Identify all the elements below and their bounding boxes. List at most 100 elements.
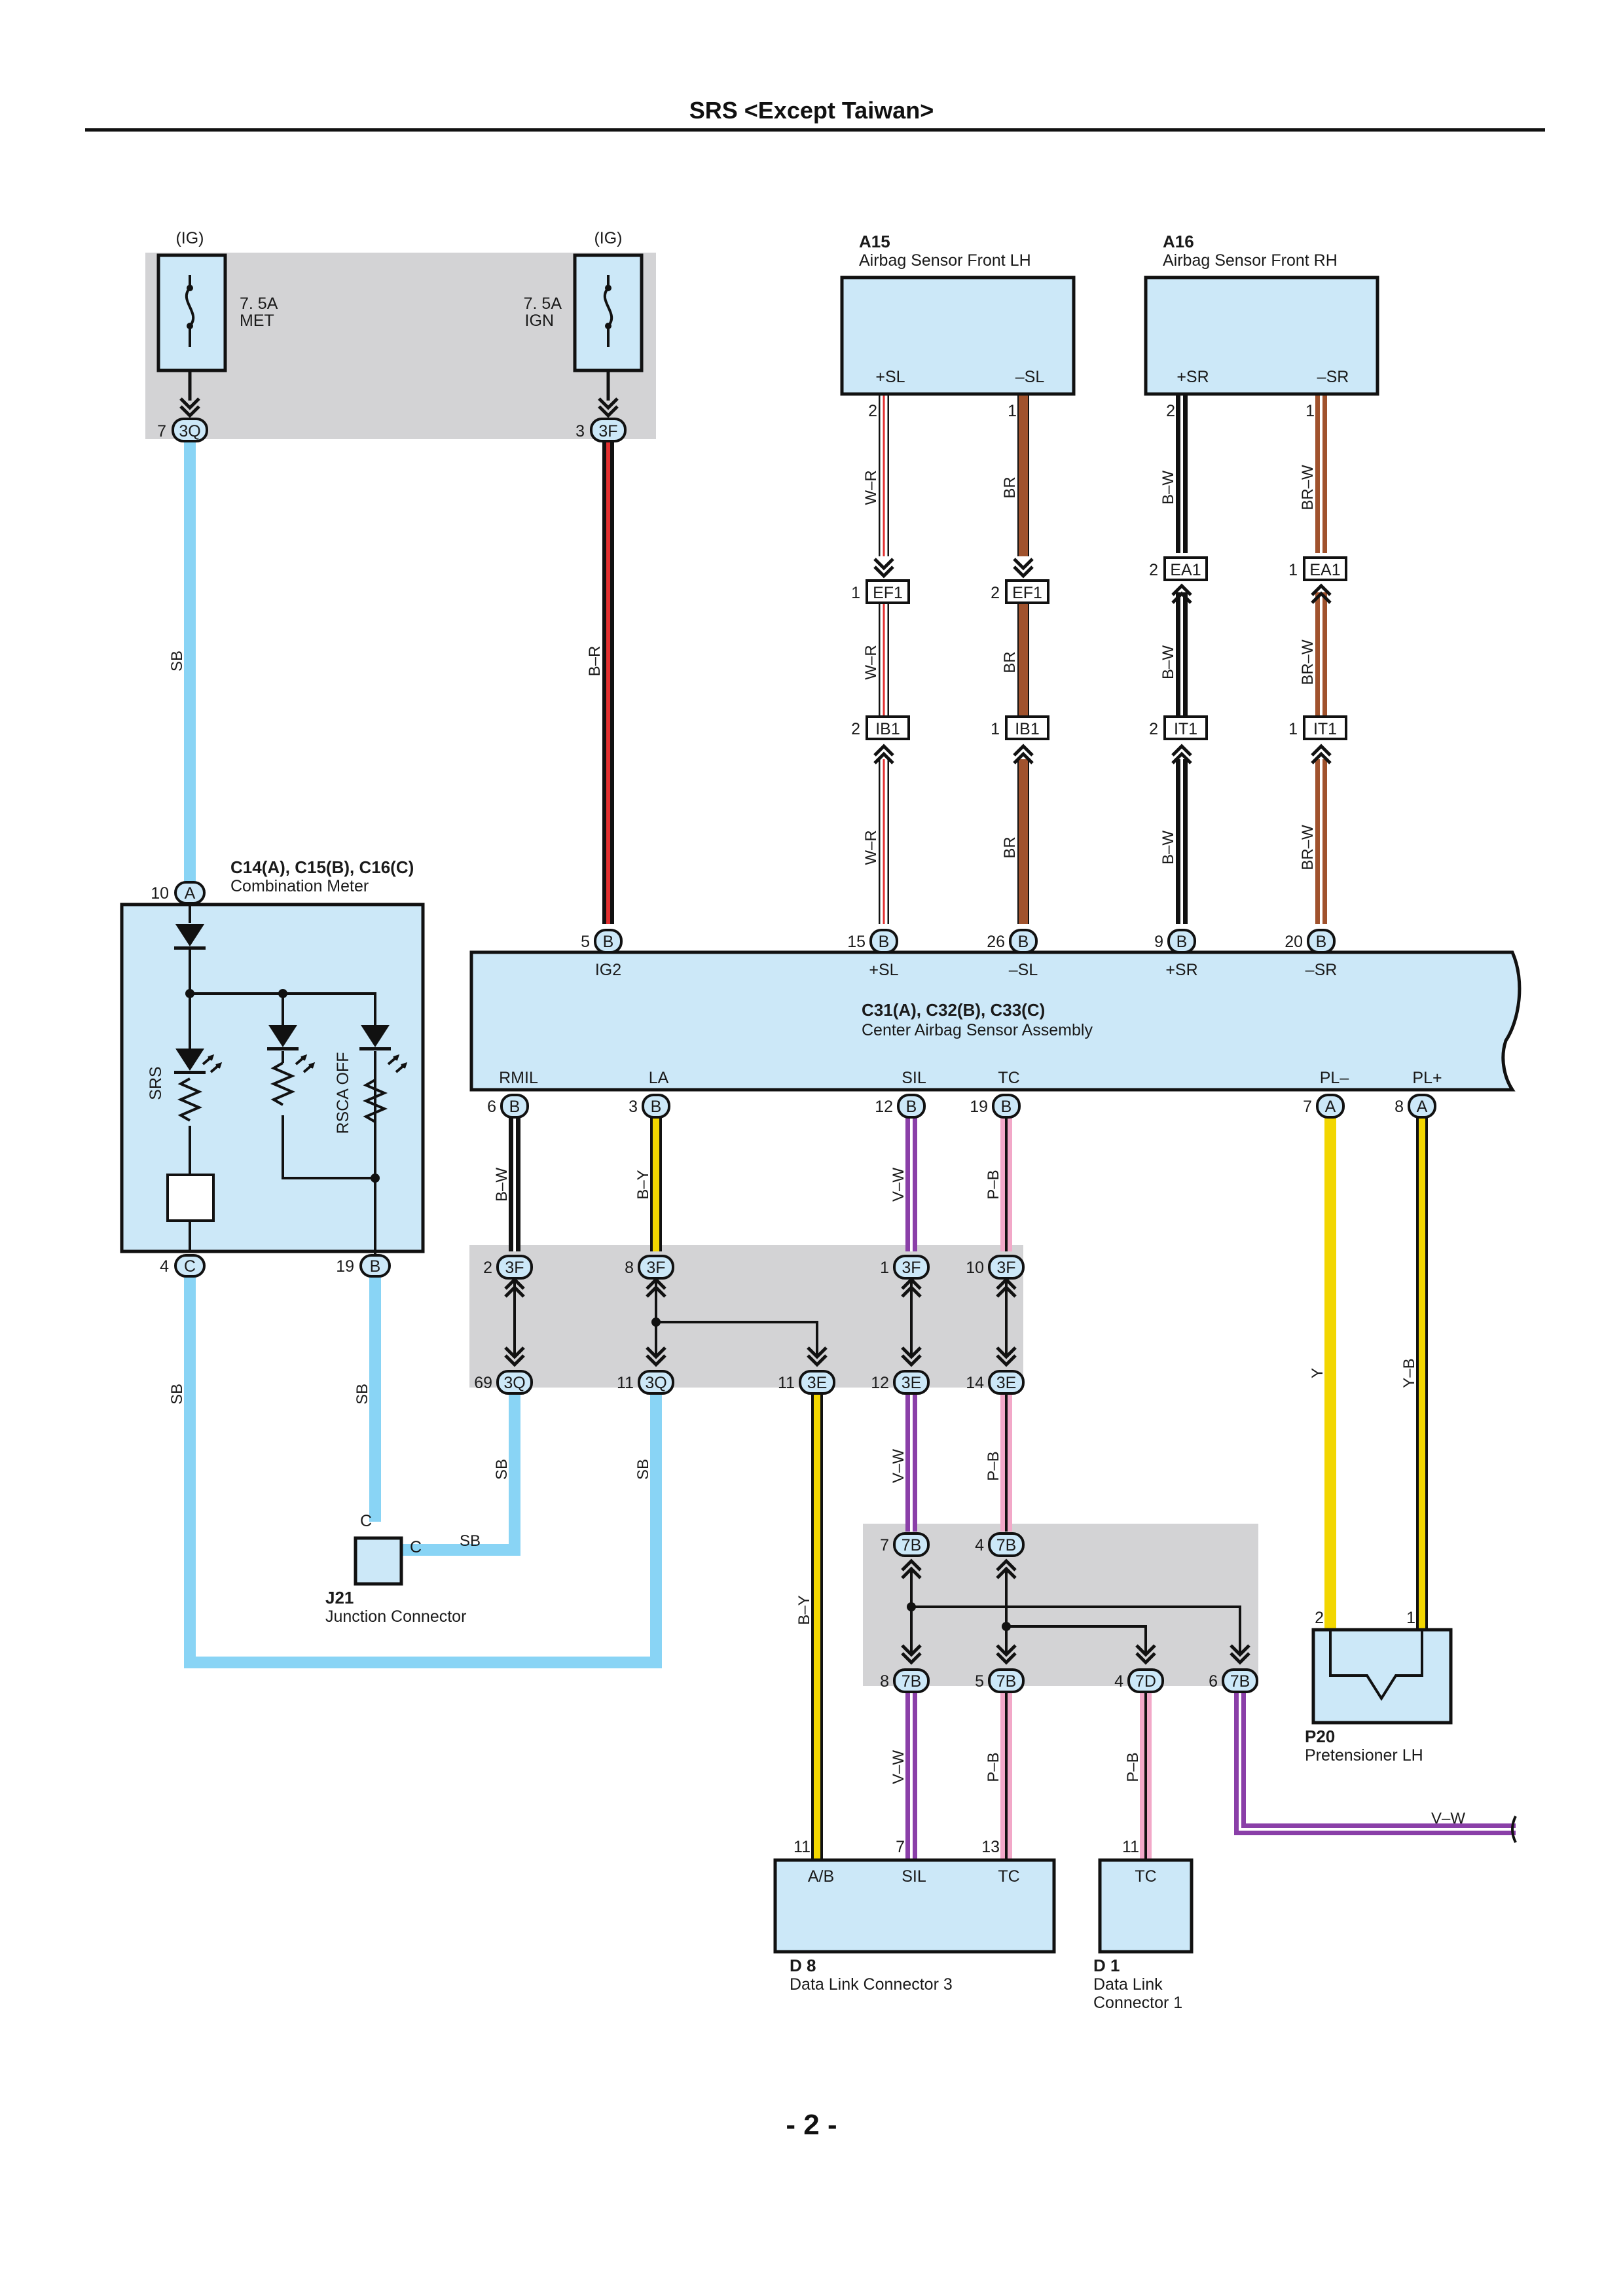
svg-text:13: 13 [981, 1838, 1000, 1856]
svg-text:B–R: B–R [586, 646, 604, 677]
svg-text:EA1: EA1 [1170, 561, 1201, 579]
svg-text:B: B [1018, 933, 1029, 951]
svg-text:EF1: EF1 [1012, 584, 1042, 602]
fuse-connectors: 3Q 7 3F 3 [157, 418, 627, 442]
svg-text:SB: SB [168, 1384, 186, 1405]
header-rule [85, 128, 1545, 132]
svg-text:V–W: V–W [1431, 1810, 1465, 1827]
svg-text:3F: 3F [598, 422, 617, 440]
svg-text:SRS: SRS [147, 1066, 165, 1100]
svg-text:D 8: D 8 [790, 1956, 816, 1975]
center-top-pin: B15 [847, 929, 898, 954]
svg-text:5: 5 [975, 1672, 984, 1691]
svg-text:1: 1 [851, 584, 860, 602]
svg-text:7B: 7B [1230, 1672, 1250, 1691]
svg-text:5: 5 [581, 933, 590, 951]
center-bottom-pin: B6 [487, 1094, 529, 1119]
panel-connector: 7B7 [880, 1532, 930, 1557]
junction-dots [651, 1318, 1011, 1631]
svg-text:B: B [906, 1098, 917, 1116]
center-top-pin: B9 [1154, 929, 1196, 954]
center-terminal-label: PL– [1320, 1069, 1349, 1087]
center-bottom-pin: B3 [629, 1094, 670, 1119]
svg-text:1: 1 [1008, 402, 1017, 420]
svg-text:SB: SB [354, 1384, 371, 1405]
svg-text:1: 1 [880, 1259, 889, 1277]
svg-text:J21: J21 [325, 1588, 354, 1607]
svg-text:20: 20 [1285, 933, 1303, 951]
svg-text:P–B: P–B [985, 1451, 1002, 1480]
svg-text:2: 2 [851, 720, 860, 738]
data-link-connector-3: A/B SIL TC 11 7 13 D 8 Data Link Connect… [773, 1838, 1056, 1994]
svg-text:3Q: 3Q [503, 1374, 525, 1392]
svg-text:–SL: –SL [1015, 368, 1045, 386]
svg-text:P–B: P–B [1124, 1752, 1142, 1782]
svg-text:2: 2 [868, 402, 877, 420]
svg-text:9: 9 [1154, 933, 1163, 951]
svg-text:3Q: 3Q [645, 1374, 666, 1392]
fuse-name: IGN [525, 312, 554, 330]
svg-text:3F: 3F [902, 1259, 921, 1277]
panel-connector: 3F 2 [483, 1255, 533, 1280]
svg-text:Pretensioner LH: Pretensioner LH [1305, 1746, 1423, 1765]
svg-text:P–B: P–B [985, 1170, 1002, 1199]
center-top-pin: B5 [581, 929, 623, 954]
svg-text:7: 7 [1303, 1098, 1312, 1116]
svg-text:Junction Connector: Junction Connector [325, 1607, 466, 1626]
svg-text:2: 2 [991, 584, 1000, 602]
fuse-panel [145, 253, 656, 439]
wire-v-w-right [1234, 1681, 1517, 1843]
svg-text:8: 8 [1395, 1098, 1404, 1116]
svg-text:11: 11 [1122, 1838, 1139, 1856]
panel-connector: 7B8 [880, 1668, 930, 1693]
svg-text:19: 19 [970, 1098, 988, 1116]
svg-text:C31(A), C32(B), C33(C): C31(A), C32(B), C33(C) [862, 1000, 1045, 1020]
junction-panel-3f-3q-3e [469, 1245, 1023, 1388]
center-terminal-label: +SL [869, 961, 898, 979]
svg-text:V–W: V–W [890, 1750, 907, 1784]
svg-text:7: 7 [896, 1838, 905, 1856]
svg-text:12: 12 [875, 1098, 893, 1116]
svg-text:D 1: D 1 [1093, 1956, 1120, 1975]
svg-text:1: 1 [1406, 1609, 1415, 1627]
svg-text:A: A [185, 884, 196, 903]
svg-text:Data Link: Data Link [1093, 1975, 1163, 1994]
svg-text:1: 1 [1288, 561, 1298, 579]
svg-text:Y–B: Y–B [1400, 1358, 1418, 1388]
svg-text:A: A [1417, 1098, 1428, 1116]
svg-text:7: 7 [157, 422, 166, 440]
svg-text:11: 11 [793, 1838, 811, 1856]
panel-connector: 7B5 [975, 1668, 1025, 1693]
svg-text:SIL: SIL [902, 1867, 926, 1886]
svg-text:B: B [651, 1098, 662, 1116]
svg-text:3E: 3E [902, 1374, 922, 1392]
svg-text:69: 69 [474, 1374, 492, 1392]
svg-text:IB1: IB1 [875, 720, 900, 738]
svg-text:C: C [360, 1512, 372, 1530]
svg-text:B–Y: B–Y [634, 1170, 652, 1199]
svg-text:BR–W: BR–W [1299, 465, 1317, 511]
inline-connectors: EF1 1 EF1 2 EA1 2 EA1 1 IB1 2 IB1 1 IT1 … [851, 556, 1347, 740]
svg-text:11: 11 [617, 1374, 634, 1392]
svg-text:W–R: W–R [862, 470, 880, 505]
svg-text:TC: TC [1135, 1867, 1156, 1886]
fuse-supply-label: (IG) [594, 229, 622, 247]
svg-text:EF1: EF1 [873, 584, 903, 602]
page-number: - 2 - [786, 2109, 837, 2141]
svg-text:11: 11 [778, 1374, 795, 1392]
svg-text:3E: 3E [807, 1374, 828, 1392]
svg-text:3F: 3F [505, 1259, 524, 1277]
center-terminal-label: RMIL [499, 1069, 538, 1087]
svg-text:Connector 1: Connector 1 [1093, 1994, 1182, 2012]
center-top-pin: B20 [1285, 929, 1336, 954]
svg-text:3E: 3E [996, 1374, 1017, 1392]
svg-text:V–W: V–W [890, 1168, 907, 1202]
svg-text:26: 26 [987, 933, 1005, 951]
svg-text:A15: A15 [859, 232, 890, 251]
svg-text:4: 4 [1114, 1672, 1123, 1691]
center-terminal-label: IG2 [595, 961, 621, 979]
svg-text:EA1: EA1 [1309, 561, 1340, 579]
svg-text:2: 2 [483, 1259, 492, 1277]
panel-connector: 3Q 11 [617, 1370, 674, 1395]
svg-text:B–W: B–W [1159, 831, 1177, 865]
